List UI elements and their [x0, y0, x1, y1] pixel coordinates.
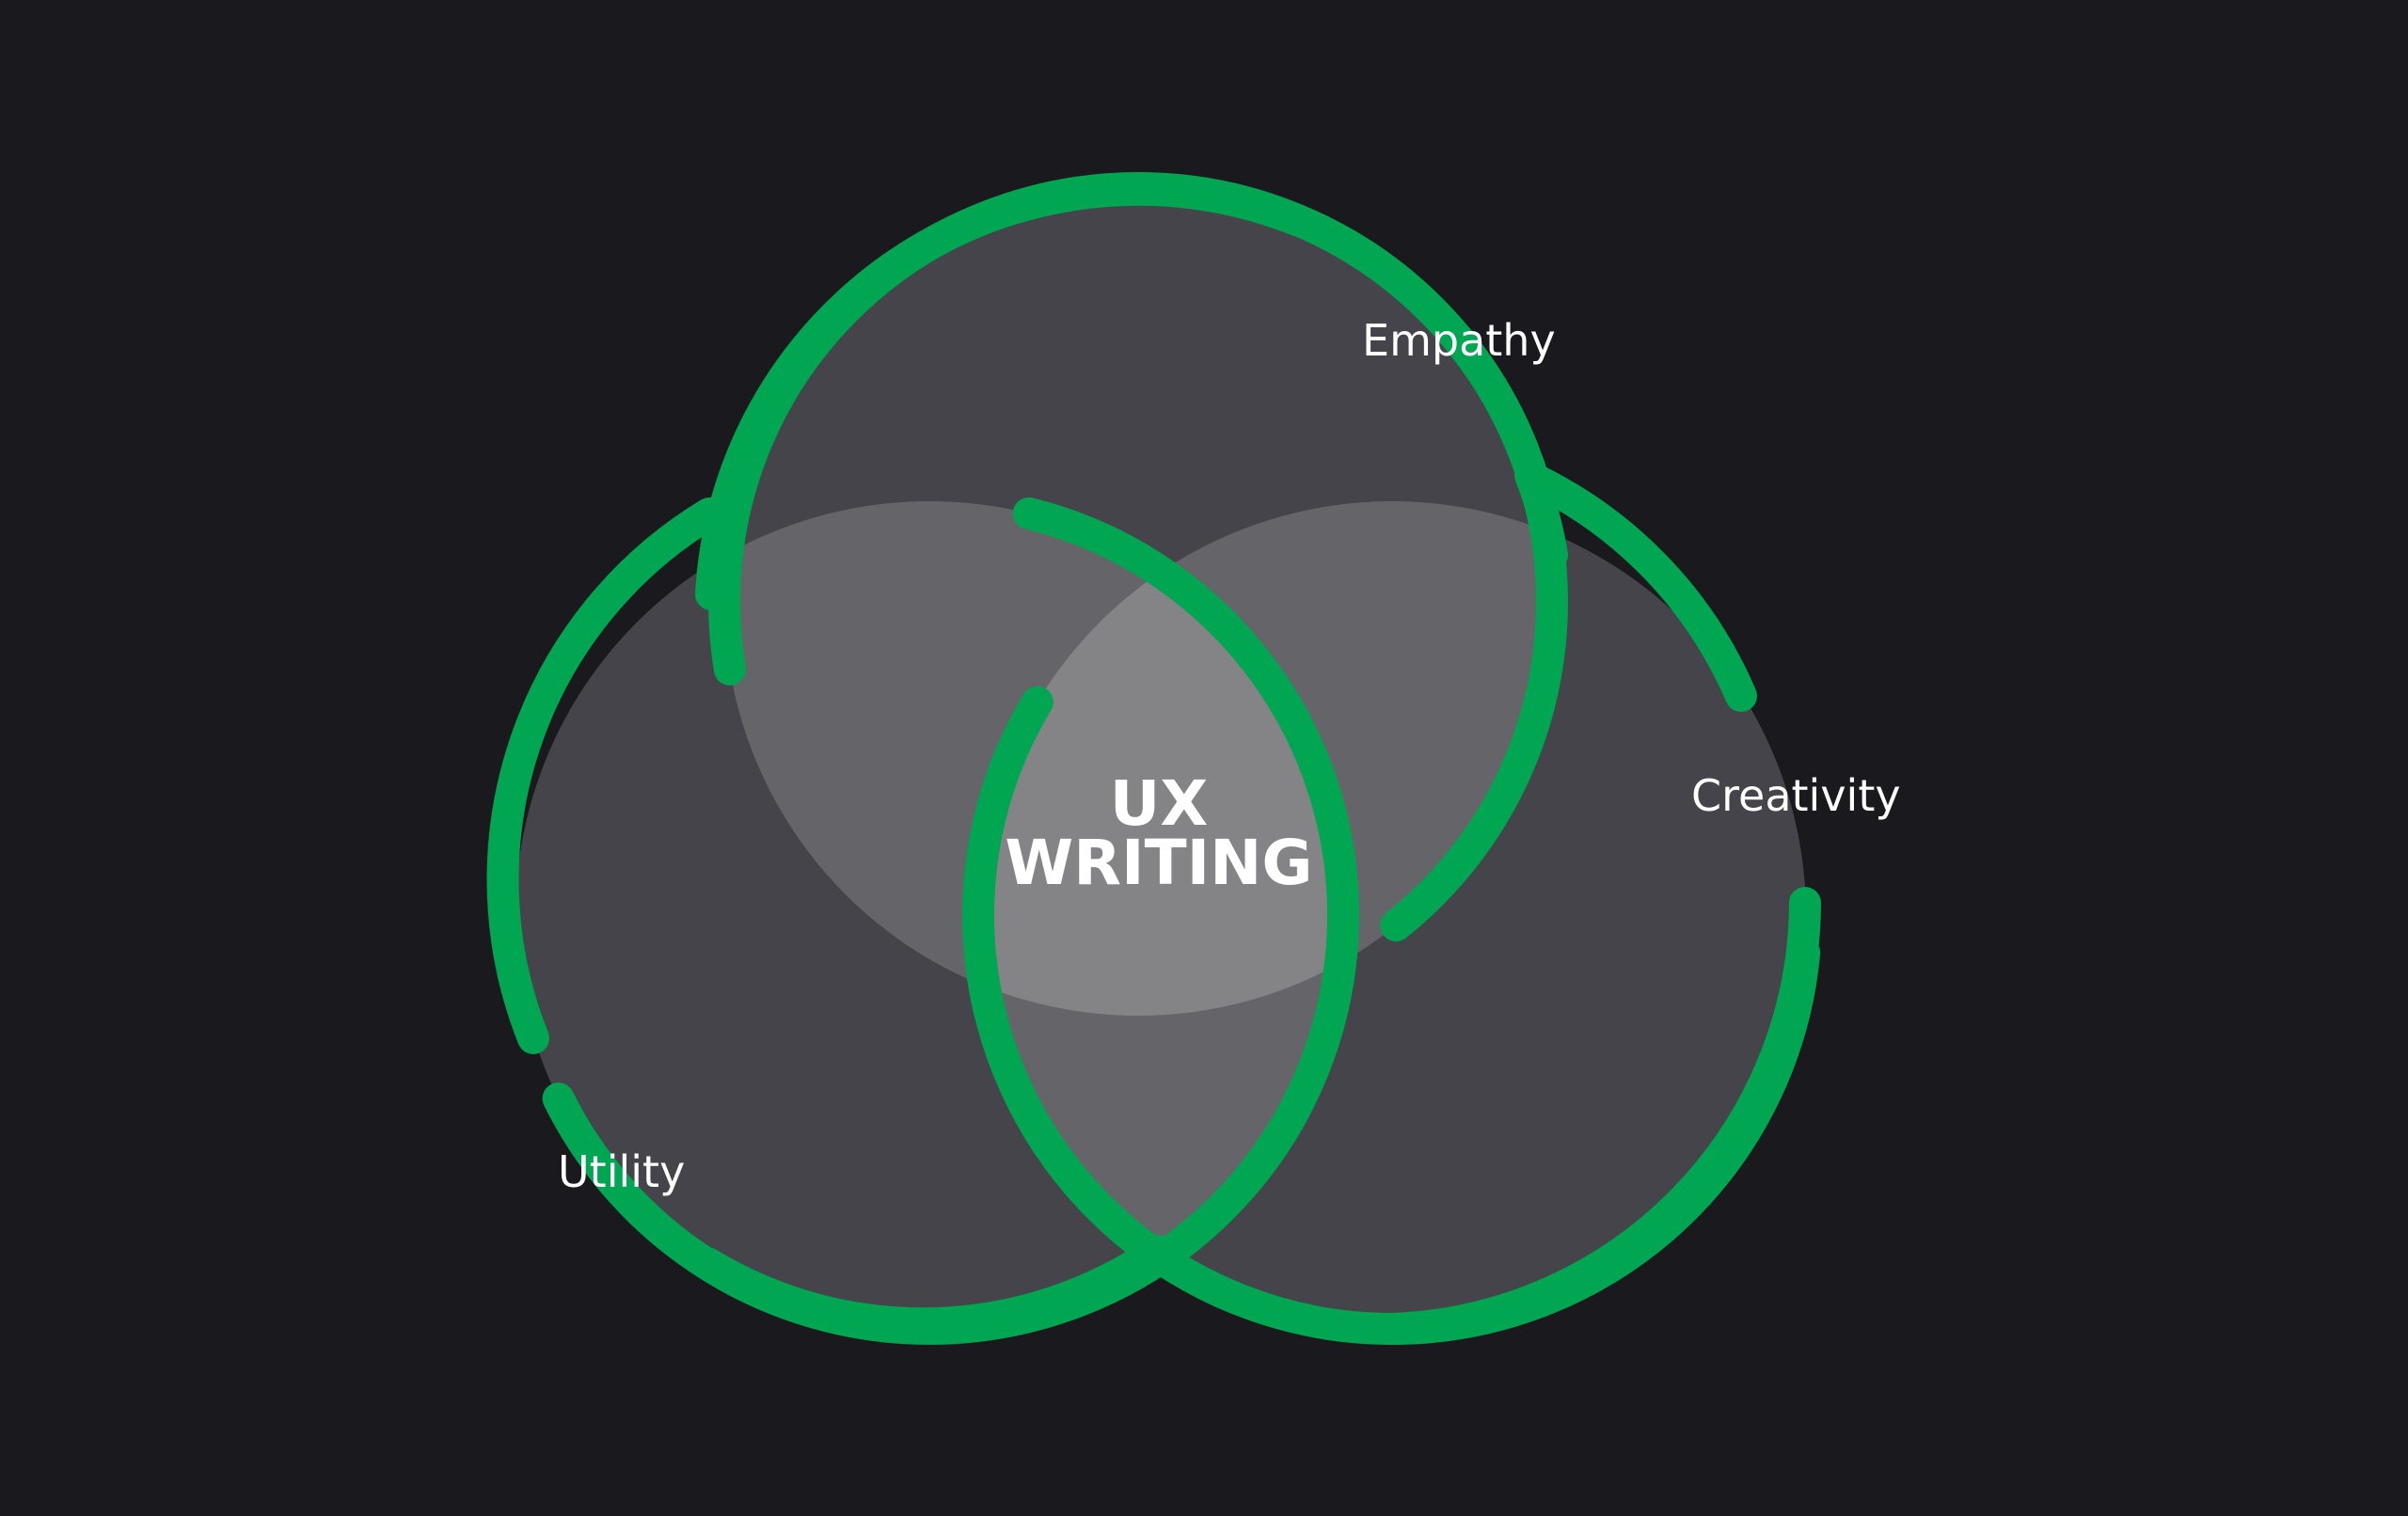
utility-outer-arc — [486, 497, 725, 1054]
empathy-label: Empathy — [1362, 315, 1556, 366]
empathy-ring — [708, 172, 1568, 1032]
utility-ring — [499, 485, 1359, 1345]
utility-label: Utility — [558, 1146, 685, 1197]
creativity-ring — [962, 485, 1822, 1345]
creativity-outer-arc — [1515, 462, 1757, 712]
triple-overlap — [978, 501, 1343, 1016]
center-label-line1: UX — [1110, 767, 1208, 840]
creativity-label: Creativity — [1691, 770, 1901, 821]
center-label-line2: WRITING — [1005, 827, 1312, 899]
